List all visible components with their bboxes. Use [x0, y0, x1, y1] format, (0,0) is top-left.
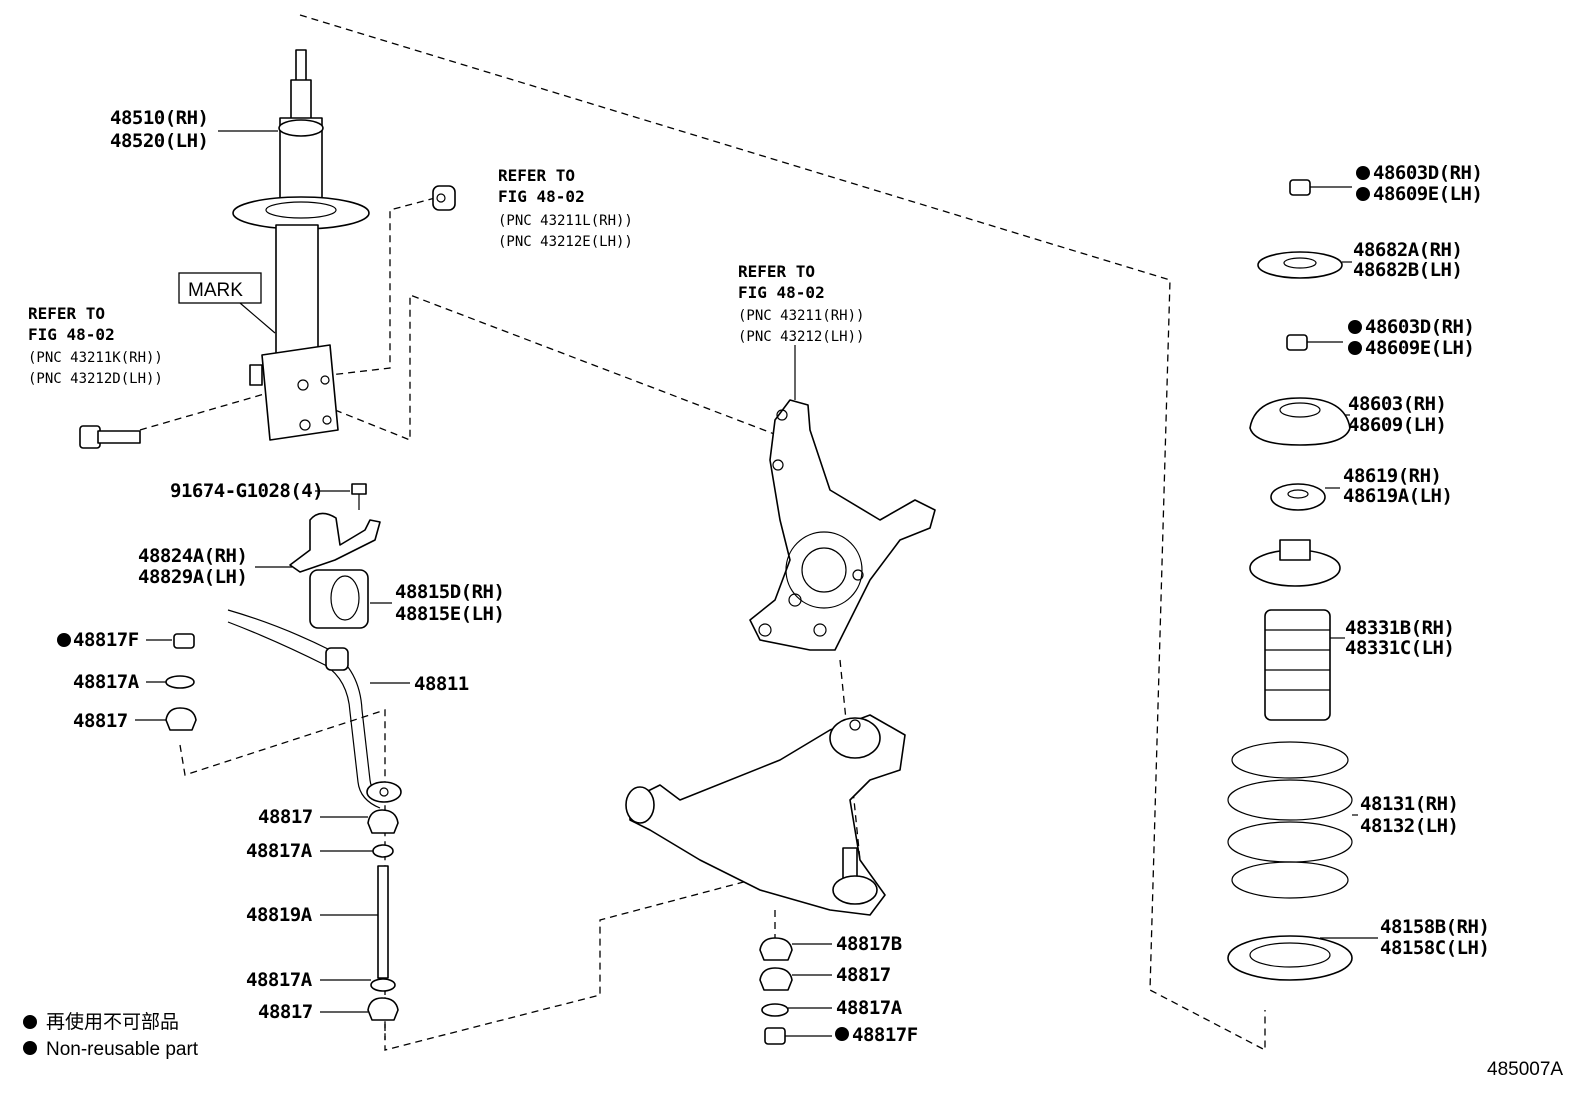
label-link-bolt: 48819A [246, 904, 313, 926]
label-strut-rh: 48510(RH) [110, 107, 208, 129]
label-link-washer-2: 48817A [246, 969, 313, 991]
label-stabilizer-bar: 48811 [414, 673, 469, 695]
label-support-rh: 48603(RH) [1348, 393, 1446, 415]
label-seat-rh: 48619(RH) [1343, 465, 1441, 487]
knuckle-nut-icon [432, 185, 456, 211]
label-stab-washer: 48817A [73, 671, 140, 693]
strut-assembly [232, 49, 370, 441]
label-insulator-rh: 48158B(RH) [1380, 916, 1489, 938]
label-insulator-lh: 48158C(LH) [1380, 937, 1489, 959]
leader-lines [135, 130, 1378, 1037]
refer-c-line2: FIG 48-02 [738, 283, 825, 302]
label-arm-nut: 48817F [852, 1024, 918, 1046]
label-mark: MARK [188, 280, 243, 301]
stabilizer-nuts-left [165, 633, 197, 731]
upper-support-parts [1249, 179, 1351, 511]
strut-bolt-icon [79, 425, 141, 449]
label-link-washer-1: 48817A [246, 840, 313, 862]
label-arm-cushion: 48817 [836, 964, 891, 986]
label-stab-nut: 48817F [73, 629, 139, 651]
refer-a-line4: (PNC 43212E(LH)) [498, 234, 633, 250]
legend-jp: 再使用不可部品 [46, 1011, 179, 1033]
refer-c-line3: (PNC 43211(RH)) [738, 308, 864, 324]
label-nut1-rh: 48603D(RH) [1373, 162, 1482, 184]
bump-stopper-boot [1249, 539, 1341, 721]
label-spring-rh: 48131(RH) [1360, 793, 1458, 815]
lower-control-arm [625, 714, 906, 916]
label-link-cushion-2: 48817 [258, 1001, 313, 1023]
label-link-cushion-1: 48817 [258, 806, 313, 828]
refer-a-line1: REFER TO [498, 166, 575, 185]
label-bush-lh: 48815E(LH) [395, 603, 504, 625]
stabilizer-link-parts [367, 809, 399, 1021]
refer-a-line2: FIG 48-02 [498, 187, 585, 206]
label-boot-rh: 48331B(RH) [1345, 617, 1454, 639]
coil-spring [1227, 741, 1353, 899]
refer-c-line1: REFER TO [738, 262, 815, 281]
refer-b-line3: (PNC 43211K(RH)) [28, 350, 163, 366]
label-bracket-rh: 48824A(RH) [138, 545, 247, 567]
label-support-lh: 48609(LH) [1348, 414, 1446, 436]
label-retainer-lh: 48682B(LH) [1353, 259, 1462, 281]
label-arm-cushion-b: 48817B [836, 933, 902, 955]
label-nut2-rh: 48603D(RH) [1365, 316, 1474, 338]
part-labels: 48510(RH) 48520(LH) MARK REFER TO FIG 48… [28, 107, 1563, 1080]
label-spring-lh: 48132(LH) [1360, 815, 1458, 837]
label-strut-lh: 48520(LH) [110, 130, 208, 152]
mark-callout [178, 272, 276, 334]
steering-knuckle [749, 399, 936, 651]
figure-code: 485007A [1487, 1059, 1563, 1080]
label-nut2-lh: 48609E(LH) [1365, 337, 1474, 359]
label-boot-lh: 48331C(LH) [1345, 637, 1454, 659]
refer-b-line1: REFER TO [28, 304, 105, 323]
arm-bushings [759, 937, 793, 1045]
label-bolt: 91674-G1028(4) [170, 480, 323, 502]
stabilizer-group [227, 483, 402, 809]
label-seat-lh: 48619A(LH) [1343, 485, 1452, 507]
refer-c-line4: (PNC 43212(LH)) [738, 329, 864, 345]
legend-en: Non-reusable part [46, 1039, 199, 1060]
label-nut1-lh: 48609E(LH) [1373, 183, 1482, 205]
non-reusable-bullets [23, 166, 1370, 1055]
label-bush-rh: 48815D(RH) [395, 581, 504, 603]
label-stab-cushion: 48817 [73, 710, 128, 732]
refer-b-line2: FIG 48-02 [28, 325, 115, 344]
refer-a-line3: (PNC 43211L(RH)) [498, 213, 633, 229]
spring-insulator [1227, 935, 1353, 981]
refer-b-line4: (PNC 43212D(LH)) [28, 371, 163, 387]
label-retainer-rh: 48682A(RH) [1353, 239, 1462, 261]
label-arm-washer: 48817A [836, 997, 903, 1019]
label-bracket-lh: 48829A(LH) [138, 566, 247, 588]
